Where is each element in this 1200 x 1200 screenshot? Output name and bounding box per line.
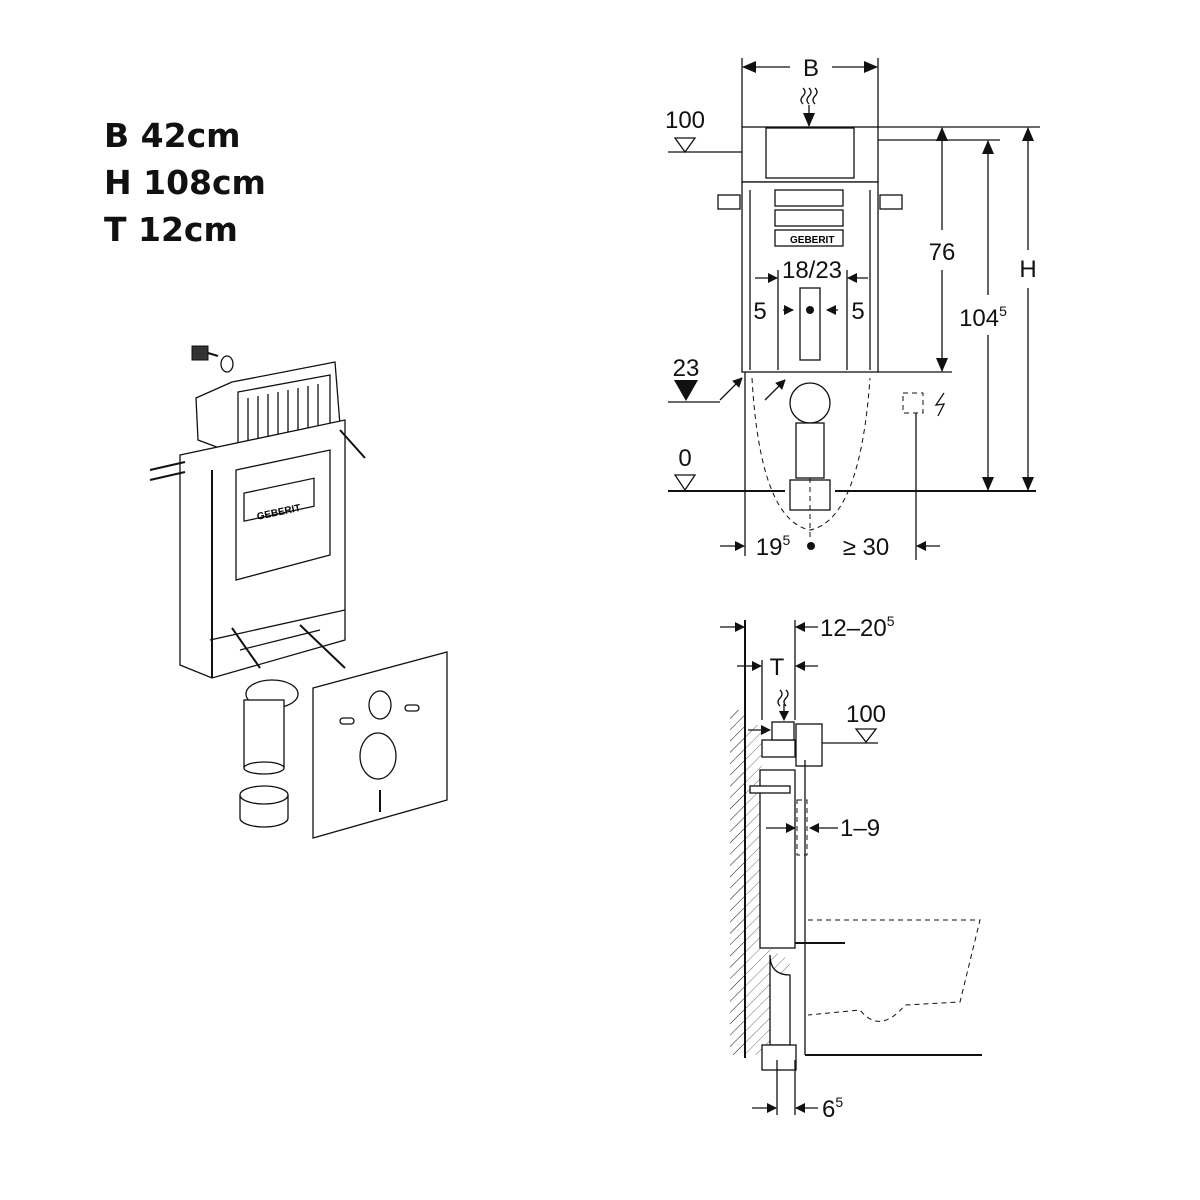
water-inlet-icon xyxy=(800,87,818,105)
spec-width: B 42cm xyxy=(104,116,241,155)
wall-bracket-left xyxy=(717,194,741,210)
drain-bend xyxy=(769,954,791,1046)
dim-wall-range-label: 1–9 xyxy=(840,815,880,842)
center-point xyxy=(807,542,815,550)
logo-plate xyxy=(243,477,315,522)
electrical-socket xyxy=(902,392,924,414)
wall-bracket-left xyxy=(149,461,186,471)
dim-drain-offset-label: 65 xyxy=(822,1094,843,1123)
dim-bottom-left-label: 195 xyxy=(756,532,791,561)
water-inlet-arrow-center xyxy=(764,379,786,401)
flush-plate-area xyxy=(795,723,823,767)
wall-bracket xyxy=(749,785,791,794)
water-inlet-arrow-left xyxy=(719,377,743,401)
dim-bracket-spacing-label: 18/23 xyxy=(782,257,842,284)
fixing-rod-left xyxy=(231,627,261,669)
spec-list: B 42cm H 108cm T 12cm xyxy=(104,112,266,253)
level-floor-label: 0 xyxy=(678,445,691,472)
sound-insulation-plate xyxy=(312,651,448,839)
level-top-label: 100 xyxy=(665,107,705,134)
wc-outline xyxy=(751,377,871,531)
flush-opening xyxy=(765,127,855,179)
dim-height-label: H xyxy=(1019,256,1036,283)
brand-logo-front: GEBERIT xyxy=(790,235,834,246)
dim-depth-range-label: 12–205 xyxy=(820,613,895,642)
installation-frame xyxy=(759,769,796,949)
dim-width-label: B xyxy=(803,55,819,82)
level-marker-icon xyxy=(673,474,697,492)
front-view-drawing: GEBERIT B 100 23 xyxy=(665,55,1040,561)
wc-bowl-outline xyxy=(807,919,981,1022)
dim-76-label: 76 xyxy=(929,239,956,266)
spec-height: H 108cm xyxy=(104,163,266,202)
flush-pipe xyxy=(799,287,821,361)
wall-hatch xyxy=(730,710,745,1055)
electric-bolt-icon xyxy=(934,392,946,417)
level-top-label: 100 xyxy=(846,701,886,728)
drain-connector xyxy=(761,1044,797,1071)
spec-depth: T 12cm xyxy=(104,210,238,249)
fixing-rod-right xyxy=(299,624,346,669)
isometric-product-view: GEBERIT xyxy=(149,345,448,839)
mounting-bolt-icon xyxy=(191,345,234,373)
dim-offset-left-label: 5 xyxy=(753,298,766,325)
level-inlet-label: 23 xyxy=(673,355,700,382)
wall-bracket-right xyxy=(879,194,903,210)
level-marker-icon xyxy=(854,728,878,744)
side-view-drawing: 12–205 T 100 1–9 65 xyxy=(720,613,982,1123)
dim-depth-label: T xyxy=(770,654,785,681)
level-marker-filled-icon xyxy=(674,380,698,401)
dim-104-label: 1045 xyxy=(959,303,1007,332)
level-marker-icon xyxy=(673,137,697,154)
dim-bottom-right-label: ≥ 30 xyxy=(843,534,890,561)
drain-pipe xyxy=(243,699,285,769)
drain-bend xyxy=(789,382,831,424)
water-inlet-icon xyxy=(777,689,789,707)
dim-offset-right-label: 5 xyxy=(851,298,864,325)
wall-bracket-right xyxy=(339,429,366,459)
